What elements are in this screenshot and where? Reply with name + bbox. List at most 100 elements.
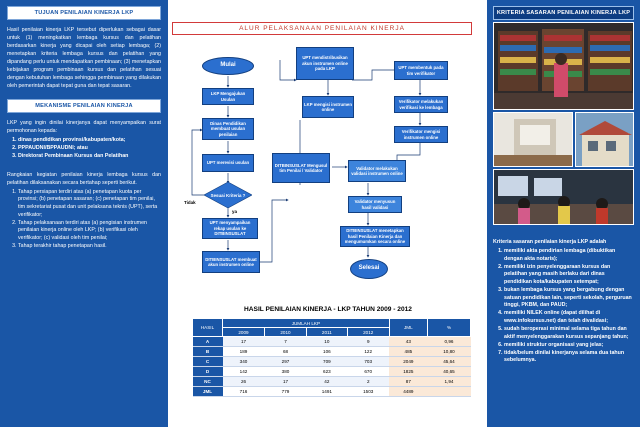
cell: 709: [306, 356, 348, 367]
left-column: TUJUAN PENILAIAN KINERJA LKP Hasil penil…: [0, 0, 168, 427]
col-year-header: 2012: [346, 327, 390, 337]
cell: 1491: [306, 386, 348, 397]
flow-upt-menyampaikan: UPT menyampaikan rekap usulan ke DITBINS…: [202, 218, 258, 239]
rangkaian-intro: Rangkaian kegiatan penilaian kinerja lem…: [7, 171, 161, 186]
list-item: Tahap pelaksanaan terdiri atas (a) pengi…: [18, 220, 161, 243]
office-photo: [493, 112, 573, 167]
flow-validator-melakukan: Validator melakukan validasi instrumen o…: [348, 160, 406, 182]
cell: 106: [306, 346, 348, 357]
cell: 122: [347, 346, 390, 357]
flow-ditbinsuslat-membuat: DITBINSUSLAT membuat akun instrumen onli…: [202, 251, 260, 273]
cell-pct: 1,94: [427, 376, 471, 387]
building-photo: [575, 112, 634, 167]
row-label: A: [192, 336, 223, 347]
list-item: memiliki izin penyelenggaraan kursus dan…: [504, 264, 634, 287]
flow-end: Selesai: [350, 259, 388, 279]
col-pct-header: %: [426, 318, 472, 337]
list-item: bukan lembaga kursus yang bergabung deng…: [504, 287, 634, 310]
flow-start: Mulai: [202, 57, 254, 75]
middle-column: ALUR PELAKSANAAN PENILAIAN KINERJA: [168, 0, 487, 427]
flow-no-label: Tidak: [184, 200, 196, 205]
flow-verifikator-mengisi: Verifikator mengisi instrumen online: [394, 126, 448, 143]
table-row: NC 26 17 42 2 87 1,94: [192, 376, 471, 387]
cell: 623: [306, 366, 348, 377]
flow-title: ALUR PELAKSANAAN PENILAIAN KINERJA: [172, 22, 472, 35]
col-group-header: JUMLAH LKP: [222, 318, 390, 328]
classroom-photo: [493, 169, 634, 225]
flow-verifikator-melakukan: Verifikator melakukan verifikasi ke lemb…: [394, 96, 448, 113]
kriteria-intro: Kriteria sasaran penilaian kinerja LKP a…: [493, 239, 607, 245]
mekanisme-list: dinas pendidikan provinsi/kabupaten/kota…: [7, 137, 161, 161]
tujuan-heading: TUJUAN PENILAIAN KINERJA LKP: [7, 6, 161, 20]
flow-ditbinsuslat-tim: DITBINSUSLAT Mengusul tim Penilai / Vali…: [272, 153, 330, 183]
list-item: dinas pendidikan provinsi/kabupaten/kota…: [18, 137, 161, 145]
cell-jml: 2049: [389, 356, 428, 367]
cell: 779: [264, 386, 307, 397]
flow-upt-membentuk: UPT membentuk pada tim verifikator: [394, 61, 448, 80]
cell: 9: [347, 336, 390, 347]
flow-upt-usulan: UPT merevisi usulan: [202, 154, 254, 172]
cell: 703: [347, 356, 390, 367]
cell-pct: [427, 386, 471, 397]
list-item: sudah beroperasi minimal selama tiga tah…: [504, 326, 634, 341]
cell: 2: [347, 376, 390, 387]
cell: 670: [347, 366, 390, 377]
cell-jml: 485: [389, 346, 428, 357]
tujuan-paragraph: Hasil penilaian kinerja LKP tersebut dip…: [7, 27, 161, 89]
cell: 10: [306, 336, 348, 347]
flow-connectors: [191, 60, 422, 263]
row-label: NC: [192, 376, 223, 387]
cell-pct: 40,65: [427, 366, 471, 377]
flow-validator-menyusun: Validator menyusun hasil validasi: [348, 196, 402, 213]
office-photo-image: [494, 113, 572, 166]
list-item: Direktorat Pembinaan Kursus dan Pelatiha…: [18, 153, 161, 161]
table-row: A 17 7 10 9 43 0,96: [192, 336, 471, 347]
flow-lkp-mengajukan: LKP Mengajukan Usulan: [202, 88, 254, 105]
mekanisme-intro: LKP yang ingin dinilai kinerjanya dapat …: [7, 120, 161, 134]
cell: 716: [222, 386, 265, 397]
results-table: HASIL JUMLAH LKP JML % 2009 2010 2011 20…: [192, 318, 472, 397]
mekanisme-heading: MEKANISME PENILAIAN KINERJA: [7, 99, 161, 113]
kriteria-heading: KRITERIA SASARAN PENILAIAN KINERJA LKP: [493, 6, 634, 20]
rangkaian-list: Tahap persiapan terdiri atas (a) penetap…: [7, 189, 161, 251]
cell-jml: 1825: [389, 366, 428, 377]
col-year-header: 2010: [264, 327, 307, 337]
flow-decision: Sesuai Kriteria ?: [210, 192, 246, 198]
cell: 1503: [347, 386, 390, 397]
table-title: HASIL PENILAIAN KINERJA - LKP TAHUN 2009…: [244, 306, 412, 313]
list-item: PPPAUDNI/BPPAUDNI; atau: [18, 145, 161, 153]
row-label: JML: [192, 386, 223, 397]
cell-pct: 45,64: [427, 356, 471, 367]
cell: 17: [264, 376, 307, 387]
flow-decision-shape: [204, 182, 252, 208]
col-year-header: 2011: [306, 327, 348, 337]
flow-upt-mendistribusikan: UPT mendistribusikan akun instrumen onli…: [296, 47, 354, 80]
col-jml-header: JML: [388, 318, 428, 337]
cell: 142: [222, 366, 265, 377]
kriteria-list: memiliki akta pendirian lembaga (dibukti…: [493, 248, 634, 365]
row-label: D: [192, 366, 223, 377]
flow-yes-label: ya: [232, 209, 238, 214]
flowchart: Mulai LKP Mengajukan Usulan Dinas Pendid…: [172, 35, 472, 285]
table-row: C 340 297 709 703 2049 45,64: [192, 356, 471, 367]
row-label: B: [192, 346, 223, 357]
table-row: D 142 380 623 670 1825 40,65: [192, 366, 471, 377]
library-photo: [493, 22, 634, 110]
list-item: memiliki NILEK online (dapat dilihat di …: [504, 310, 634, 325]
col-year-header: 2009: [222, 327, 265, 337]
cell-jml: 87: [389, 376, 428, 387]
list-item: Tahap persiapan terdiri atas (a) penetap…: [18, 189, 161, 219]
list-item: tidak/belum dinilai kinerjanya selama du…: [504, 350, 634, 365]
row-label: C: [192, 356, 223, 367]
cell: 42: [306, 376, 348, 387]
cell-pct: 10,80: [427, 346, 471, 357]
cell: 189: [222, 346, 265, 357]
cell-jml: 43: [389, 336, 428, 347]
right-column: KRITERIA SASARAN PENILAIAN KINERJA LKP: [487, 0, 640, 427]
flow-lkp-mengisi: LKP mengisi instrumen online: [302, 96, 354, 118]
cell: 68: [264, 346, 307, 357]
cell-pct: 0,96: [427, 336, 471, 347]
building-photo-image: [576, 113, 633, 166]
flow-dinas-pendidikan: Dinas Pendidikan membuat usulan penilaia…: [202, 118, 254, 140]
cell: 17: [222, 336, 265, 347]
